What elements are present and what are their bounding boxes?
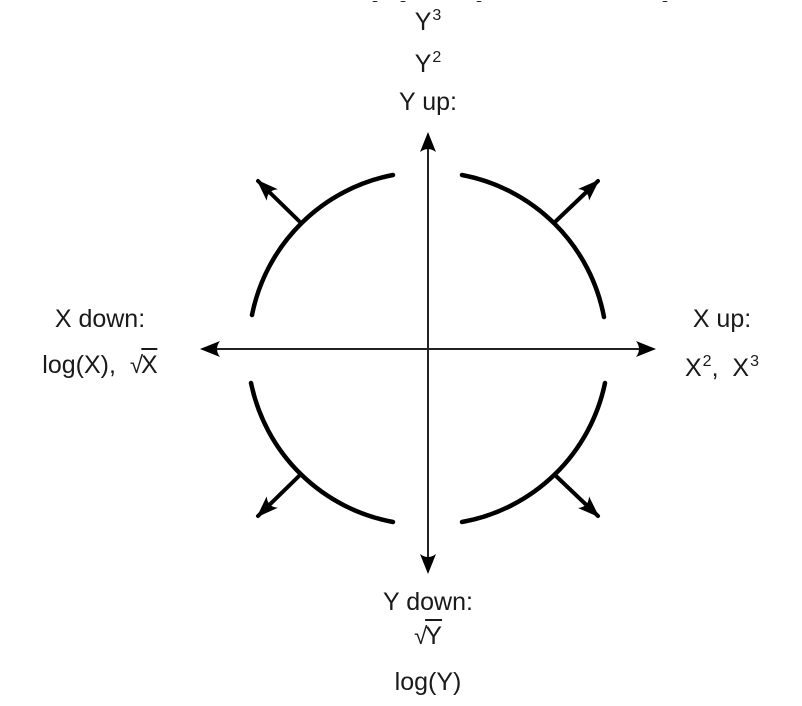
log-term: log(X), [42, 351, 116, 379]
y-up-square-label: Y2 [414, 49, 442, 78]
arrow-lower-left-icon [256, 474, 301, 518]
exponent: 2 [432, 49, 442, 66]
var: Y [414, 8, 432, 36]
var: Y [414, 50, 432, 78]
clipped-text-top [370, 0, 790, 2]
arc-upper-left [249, 172, 396, 318]
separator: , [711, 354, 719, 382]
x-down-transform-label: log(X), √X [42, 348, 158, 379]
arrow-upper-right-icon [554, 179, 600, 223]
y-down-title: Y down: [383, 588, 473, 616]
sqrt-icon: √Y [414, 619, 442, 650]
var: X [732, 354, 750, 382]
arc-lower-left [248, 380, 396, 525]
x-up-title: X up: [692, 305, 752, 333]
y-down-sqrt-label: √Y [414, 619, 442, 650]
var: X [684, 354, 702, 382]
sqrt-icon: √X [130, 348, 158, 379]
arrow-upper-left-icon [256, 179, 301, 223]
var: X [141, 348, 158, 379]
arrow-lower-right-icon [554, 474, 600, 518]
y-down-log-label: log(Y) [394, 668, 462, 696]
var: Y [425, 619, 442, 650]
x-up-transform-label: X2, X3 [684, 353, 760, 382]
y-up-cube-label: Y3 [414, 7, 442, 36]
exponent: 2 [702, 353, 712, 370]
arc-upper-right [459, 172, 607, 320]
exponent: 3 [432, 7, 442, 24]
x-down-title: X down: [54, 305, 146, 333]
y-up-title: Y up: [399, 88, 457, 116]
exponent: 3 [750, 353, 760, 370]
